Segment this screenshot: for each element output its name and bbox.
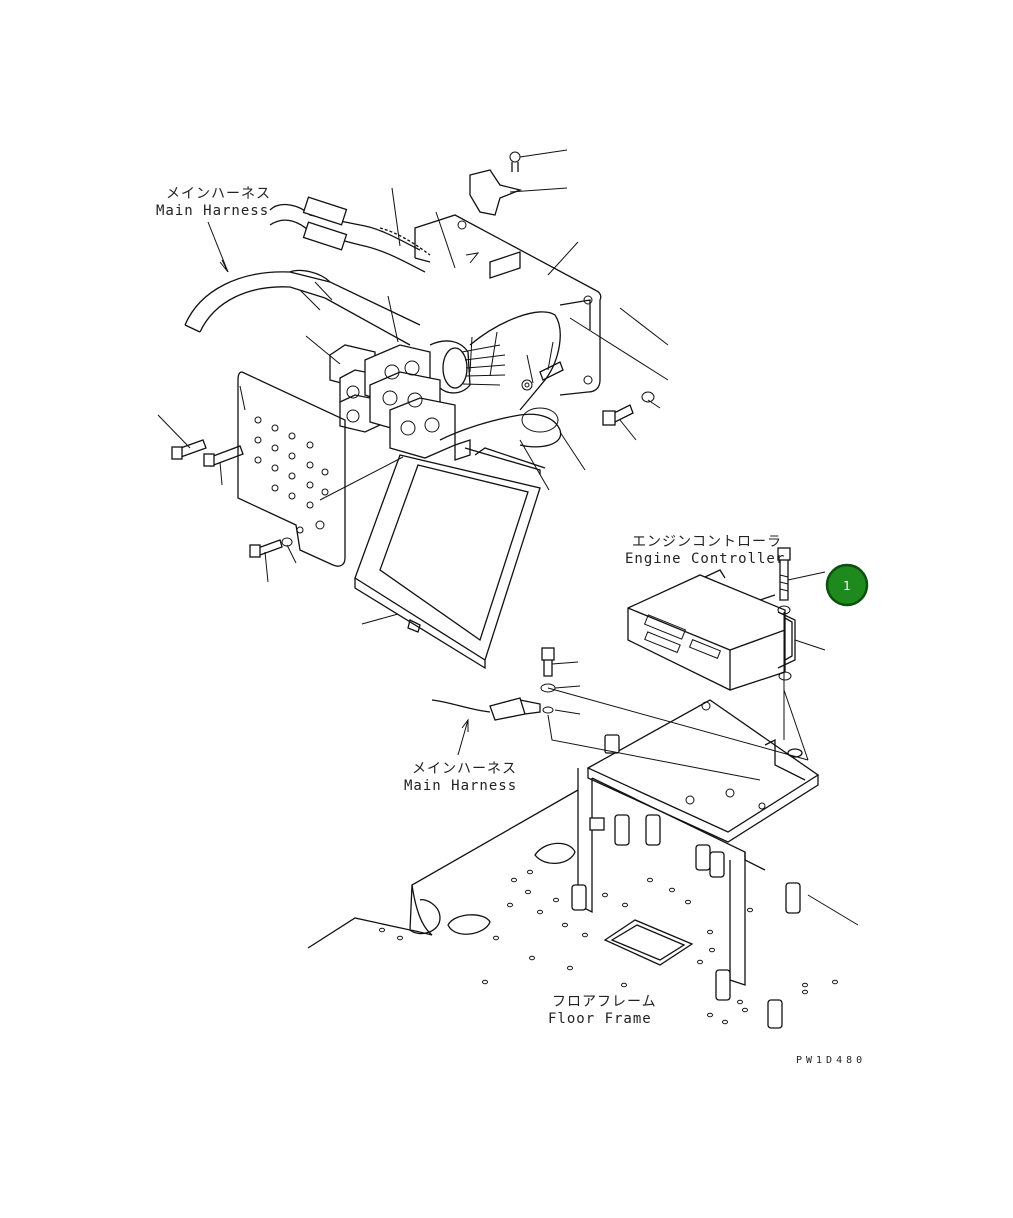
main-harness-top-label-jp: メインハーネス	[166, 186, 271, 202]
callout-circle[interactable]	[825, 563, 869, 607]
middle-fasteners	[431, 647, 556, 721]
engine-controller-label-en: Engine Controller	[625, 551, 785, 567]
leader-lines	[157, 149, 859, 926]
connector-cluster	[329, 311, 564, 461]
callout-number: 1	[843, 579, 851, 593]
monitor-frame	[354, 447, 546, 670]
floor-frame-label-jp: フロアフレーム	[552, 994, 657, 1010]
main-harness-cable	[184, 196, 431, 346]
main-harness-mid-label-en: Main Harness	[404, 778, 517, 794]
floor-frame-label-en: Floor Frame	[548, 1011, 652, 1027]
panel-holes	[254, 416, 329, 534]
text-labels: メインハーネス Main Harness エンジンコントローラ Engine C…	[156, 186, 866, 1066]
main-harness-mid-label-jp: メインハーネス	[412, 761, 517, 777]
bolt-group-right	[602, 391, 655, 426]
callout-badge-1[interactable]: 1	[825, 563, 869, 607]
engine-controller-label-jp: エンジンコントローラ	[632, 534, 782, 550]
drawing-code: PW1D480	[796, 1055, 866, 1066]
mounting-bracket	[571, 699, 820, 1029]
floor-frame	[307, 789, 838, 1025]
engine-controller	[627, 547, 796, 740]
floor-holes	[379, 869, 838, 1025]
bolt-group-left	[171, 439, 293, 558]
perforated-panel	[237, 371, 346, 567]
main-harness-top-label-en: Main Harness	[156, 203, 269, 219]
upper-bracket-plate	[414, 151, 602, 396]
